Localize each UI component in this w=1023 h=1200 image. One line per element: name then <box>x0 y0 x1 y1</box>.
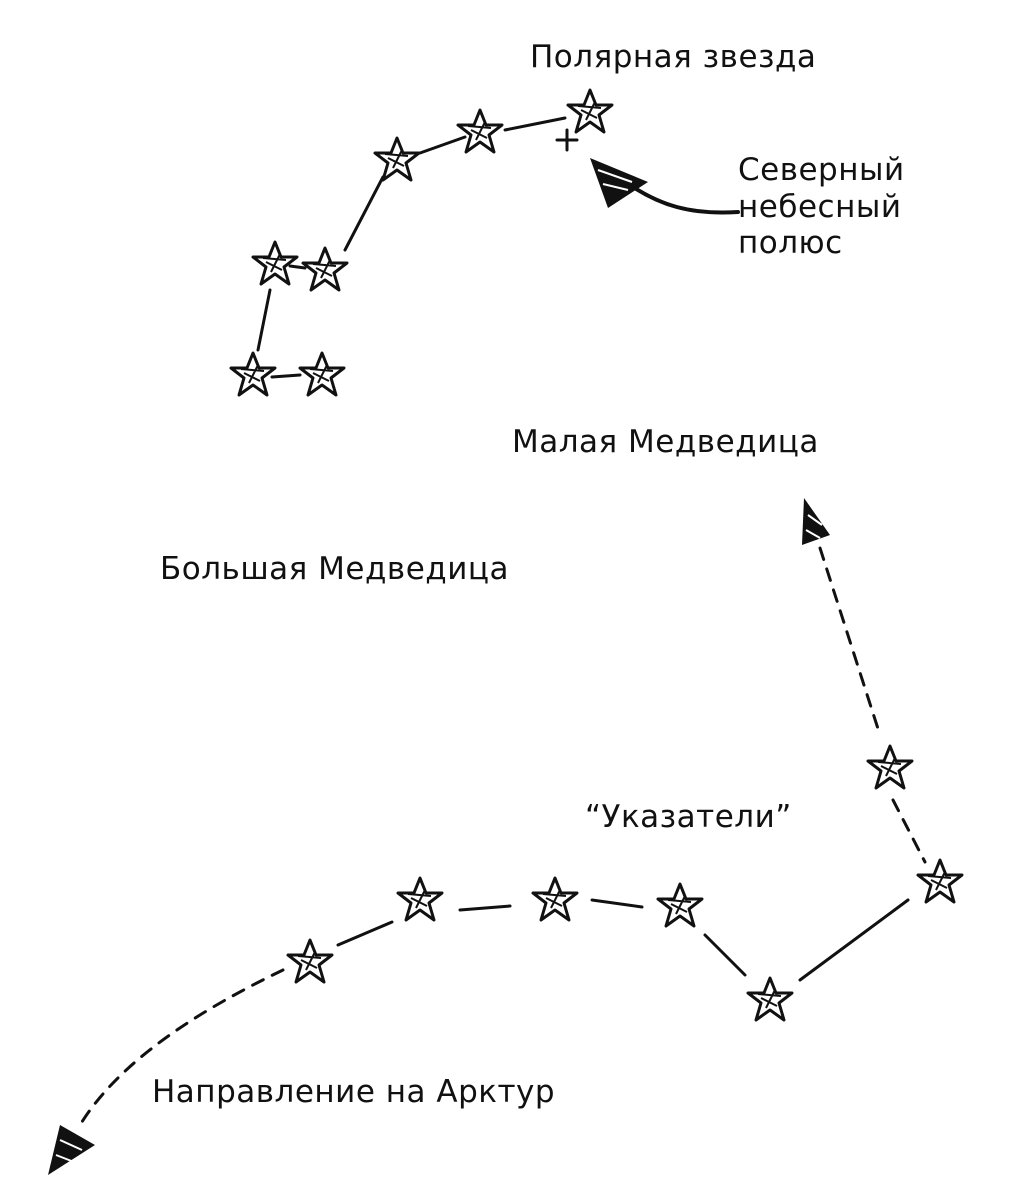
arrowhead-icon <box>590 158 648 208</box>
little-dipper-lines <box>256 116 567 379</box>
star-icon <box>866 744 914 790</box>
label-polaris: Полярная звезда <box>530 39 817 75</box>
label-arcturus-direction: Направление на Арктур <box>152 1074 556 1110</box>
label-big-dipper: Большая Медведица <box>160 551 509 587</box>
big-dipper-lines <box>336 898 910 982</box>
star-icon <box>229 351 277 397</box>
pointer-dashed-line <box>818 546 927 864</box>
label-pointers: “Указатели” <box>585 799 792 835</box>
star-icon <box>286 938 334 984</box>
arrowhead-icon <box>48 1125 95 1175</box>
arcturus-dashed-arc <box>78 968 285 1127</box>
star-icon <box>566 88 614 134</box>
arrowhead-icon <box>802 498 830 545</box>
star-icon <box>456 108 504 154</box>
star-icon <box>298 351 346 397</box>
star-icon <box>396 876 444 922</box>
plus-icon <box>555 128 579 152</box>
label-ncp-line-1: Северный <box>738 152 905 188</box>
star-icon <box>301 246 349 292</box>
label-little-dipper: Малая Медведица <box>512 424 819 460</box>
star-icon <box>251 240 299 286</box>
star-icon <box>746 976 794 1022</box>
label-north-celestial-pole: Северный небесный полюс <box>738 152 905 262</box>
label-ncp-line-2: небесный <box>738 188 902 225</box>
star-icon <box>916 858 964 904</box>
star-icon <box>373 136 421 182</box>
label-ncp-line-3: полюс <box>738 225 843 262</box>
star-icon <box>656 882 704 928</box>
ncp-pointer-curve <box>628 183 740 215</box>
star-icon <box>531 876 579 922</box>
